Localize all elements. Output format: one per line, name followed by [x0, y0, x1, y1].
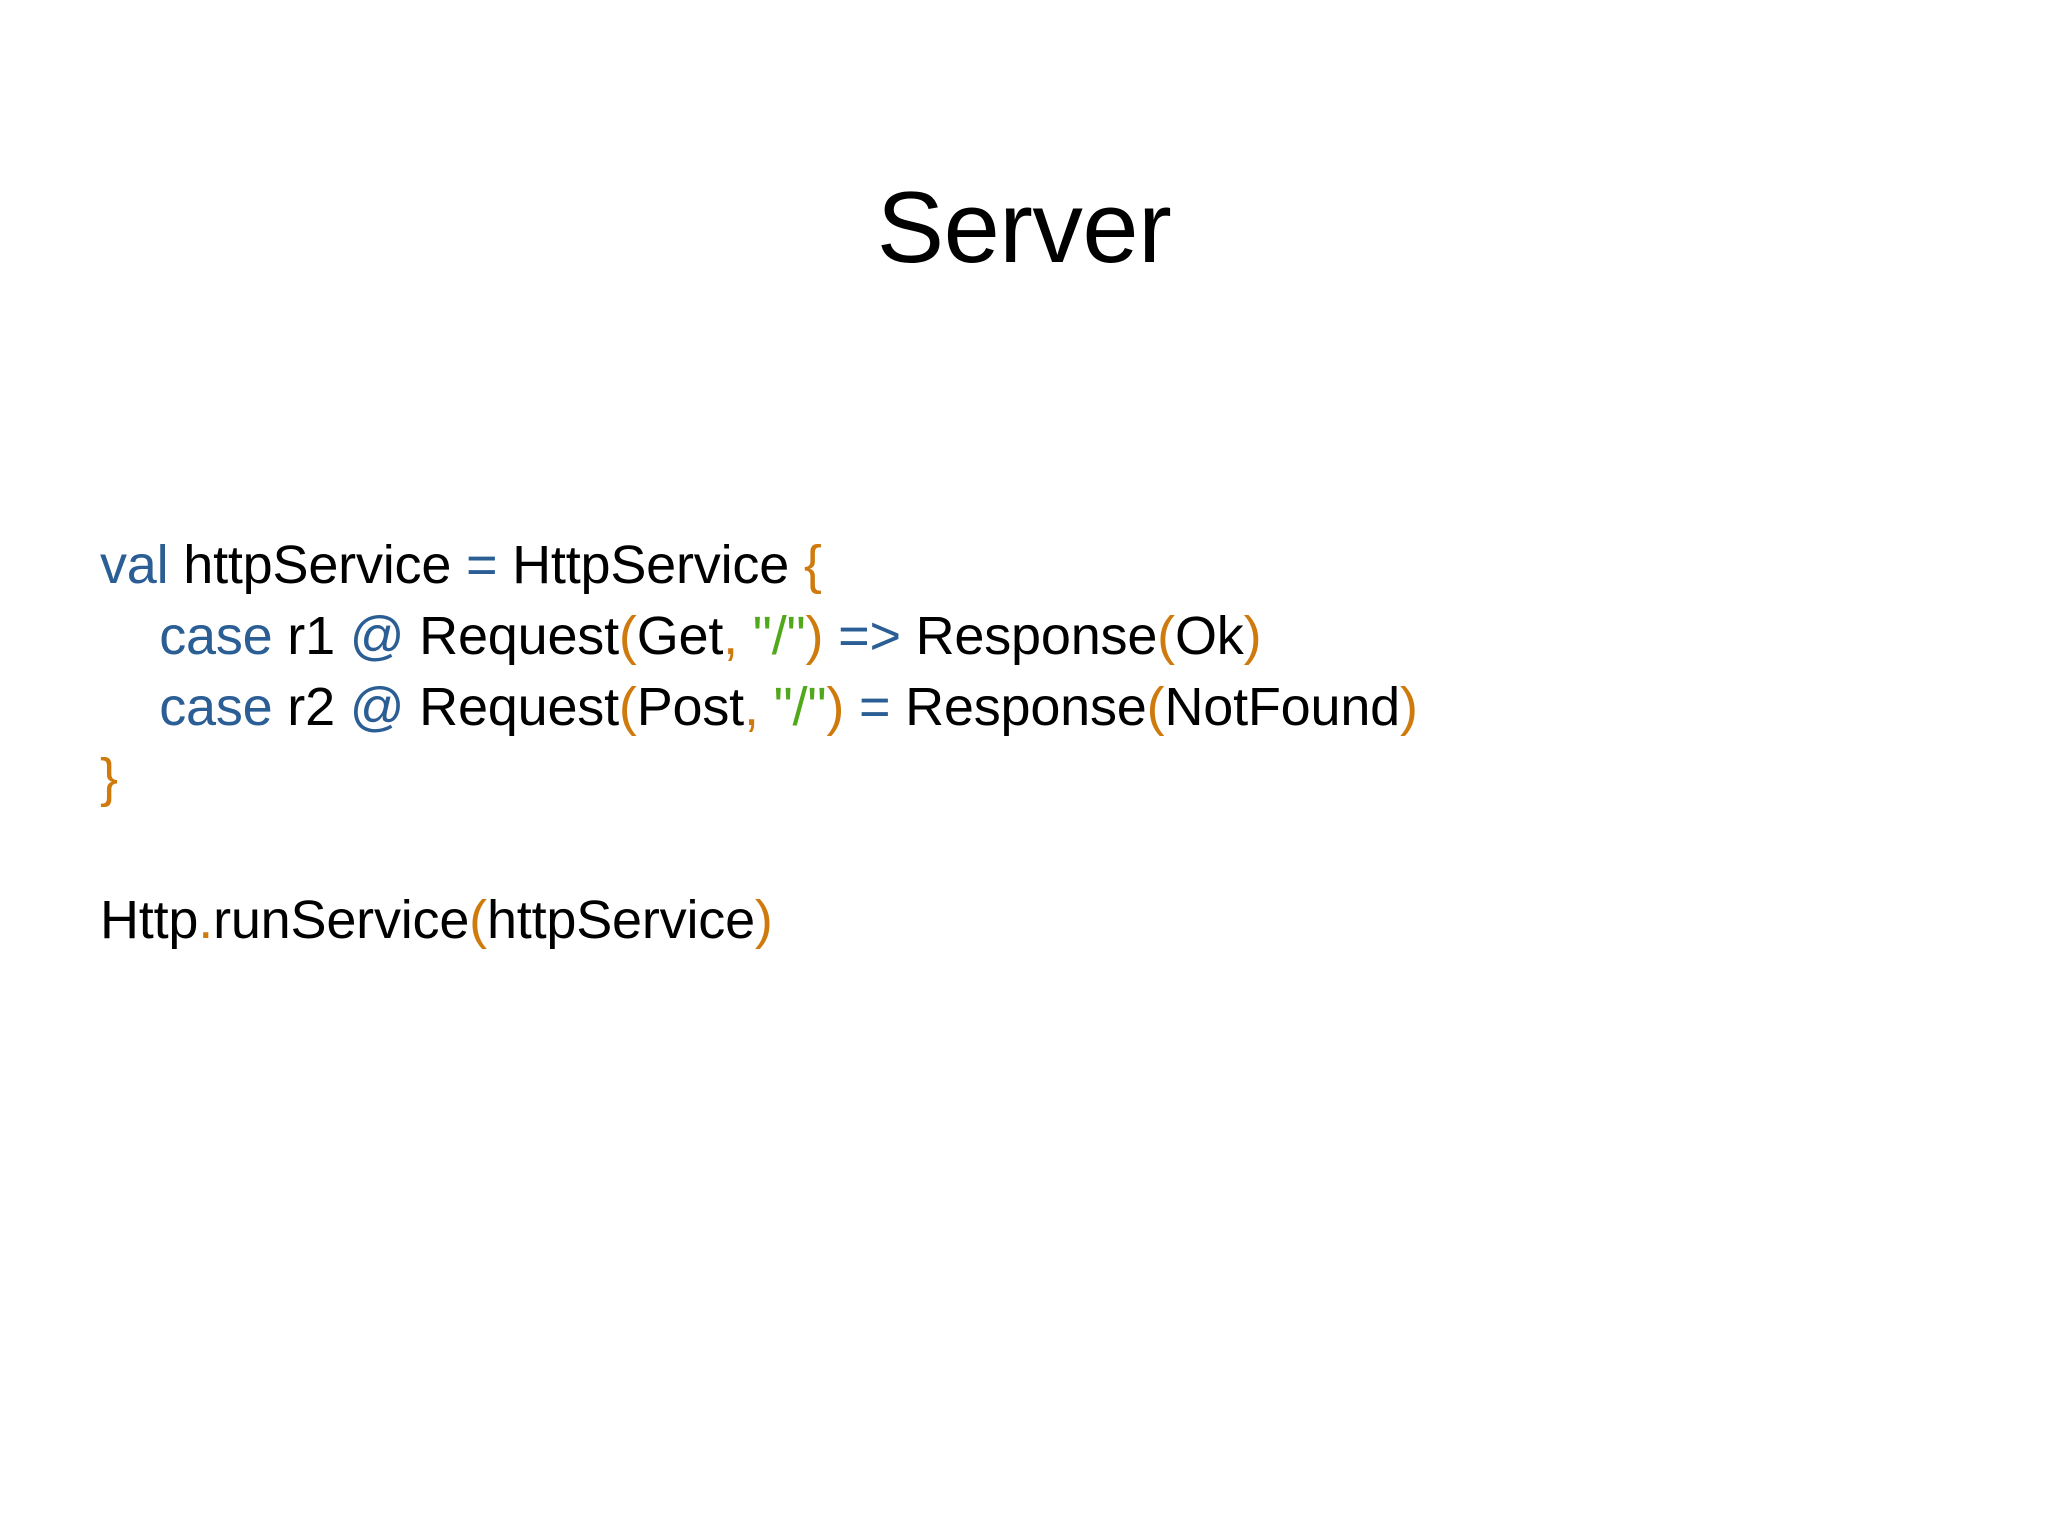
code-token-plain: Ok: [1174, 606, 1244, 666]
code-token-plain: NotFound: [1164, 677, 1400, 737]
code-token-plain: HttpService: [497, 535, 804, 595]
code-token-plain: [759, 677, 774, 737]
code-token-plain: [844, 677, 859, 737]
code-token-plain: Post: [636, 677, 744, 737]
code-line: case r2 @ Request(Post, "/") = Response(…: [100, 672, 1980, 743]
code-token-keyword: case: [159, 677, 273, 737]
code-line: case r1 @ Request(Get, "/") => Response(…: [100, 601, 1980, 672]
code-line: }: [100, 743, 1980, 814]
code-token-operator: =: [465, 535, 498, 595]
code-token-punct: ,: [723, 606, 738, 666]
code-token-plain: runService: [213, 890, 470, 950]
code-token-keyword: case: [159, 606, 273, 666]
code-token-punct: ): [826, 677, 845, 737]
code-token-plain: Response: [900, 606, 1158, 666]
code-token-punct: (: [618, 677, 637, 737]
code-token-plain: httpService: [168, 535, 466, 595]
code-token-punct: ,: [743, 677, 759, 737]
code-token-punct: ): [1400, 677, 1418, 737]
page-title: Server: [876, 171, 1172, 284]
code-token-plain: r1: [272, 606, 350, 666]
code-token-punct: ): [805, 606, 824, 666]
code-token-plain: r2: [272, 677, 350, 737]
code-token-string: "/": [752, 606, 806, 666]
code-token-punct: {: [803, 535, 822, 595]
code-token-punct: ): [754, 890, 773, 950]
code-line: [100, 814, 1980, 885]
code-token-operator: =: [858, 677, 891, 737]
code-token-plain: httpService: [486, 890, 755, 950]
code-token-punct: .: [198, 890, 214, 950]
code-token-plain: [100, 677, 159, 737]
code-token-at: @: [349, 606, 405, 666]
code-token-plain: [738, 606, 753, 666]
code-token-keyword: val: [100, 535, 169, 595]
code-block: val httpService = HttpService { case r1 …: [100, 530, 1980, 956]
code-token-plain: Response: [890, 677, 1147, 737]
code-token-plain: [100, 606, 159, 666]
code-token-operator: =>: [838, 606, 901, 666]
code-line: Http.runService(httpService): [100, 885, 1980, 956]
code-token-plain: Http: [100, 890, 199, 950]
code-token-punct: (: [1146, 677, 1165, 737]
code-token-plain: Request: [404, 606, 619, 666]
code-token-string: "/": [773, 677, 827, 737]
code-token-punct: (: [469, 890, 487, 950]
code-token-plain: [823, 606, 838, 666]
code-token-plain: Request: [404, 677, 619, 737]
code-token-punct: }: [100, 748, 118, 808]
code-token-punct: (: [1157, 606, 1175, 666]
code-token-punct: (: [618, 606, 637, 666]
code-token-plain: Get: [636, 606, 724, 666]
code-token-punct: ): [1243, 606, 1262, 666]
code-token-at: @: [349, 677, 405, 737]
code-line: val httpService = HttpService {: [100, 530, 1980, 601]
